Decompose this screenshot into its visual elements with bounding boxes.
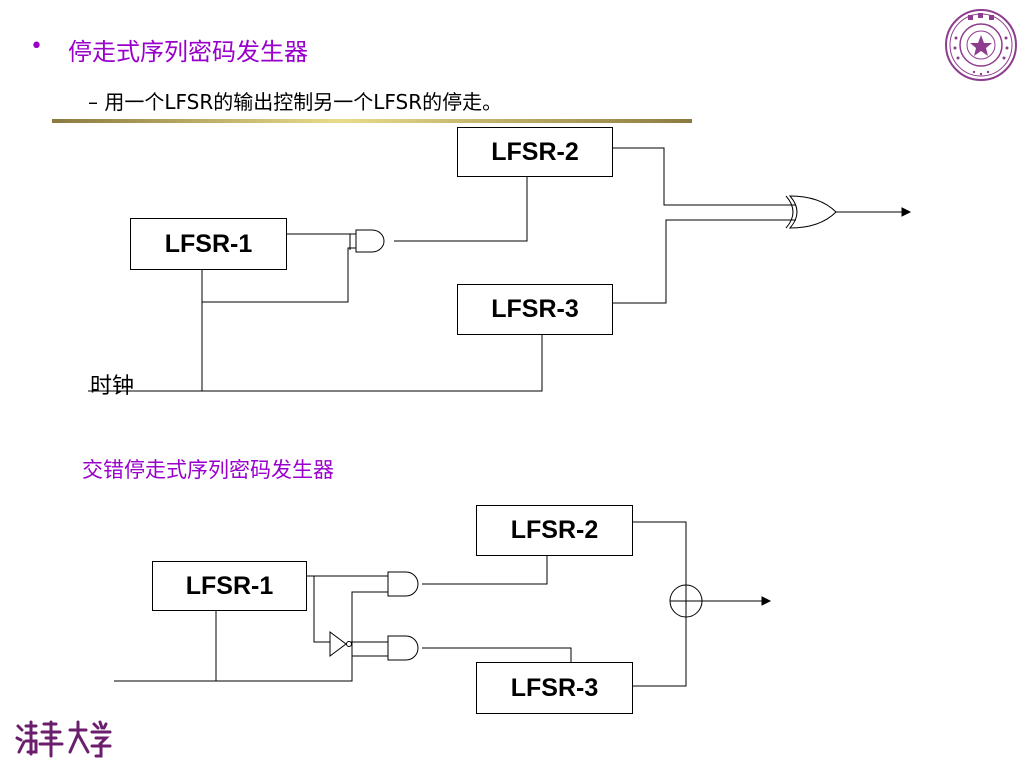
diagram2-caption: 交错停走式序列密码发生器 <box>82 458 334 482</box>
xor-gate <box>770 195 837 229</box>
slide-title: 停走式序列密码发生器 <box>68 38 308 66</box>
and-gate-1 <box>349 229 385 253</box>
title-divider <box>52 119 692 123</box>
inverter-buffer <box>329 631 352 657</box>
d2-lfsr2-box: LFSR-2 <box>476 505 633 556</box>
clock-label: 时钟 <box>90 374 135 399</box>
d2-lfsr3-box: LFSR-3 <box>476 662 633 714</box>
xor-circle <box>669 584 703 618</box>
university-seal <box>945 9 1017 81</box>
and-gate-2b <box>382 635 419 661</box>
slide-subtitle: – 用一个LFSR的输出控制另一个LFSR的停走。 <box>88 90 503 114</box>
title-bullet: • <box>30 34 43 59</box>
d1-lfsr3-box: LFSR-3 <box>457 284 613 335</box>
d2-lfsr1-box: LFSR-1 <box>152 561 307 611</box>
d1-lfsr1-box: LFSR-1 <box>130 218 287 270</box>
tsinghua-calligraphy-logo <box>15 720 112 758</box>
d1-lfsr2-box: LFSR-2 <box>457 127 613 177</box>
and-gate-2a <box>382 571 419 597</box>
